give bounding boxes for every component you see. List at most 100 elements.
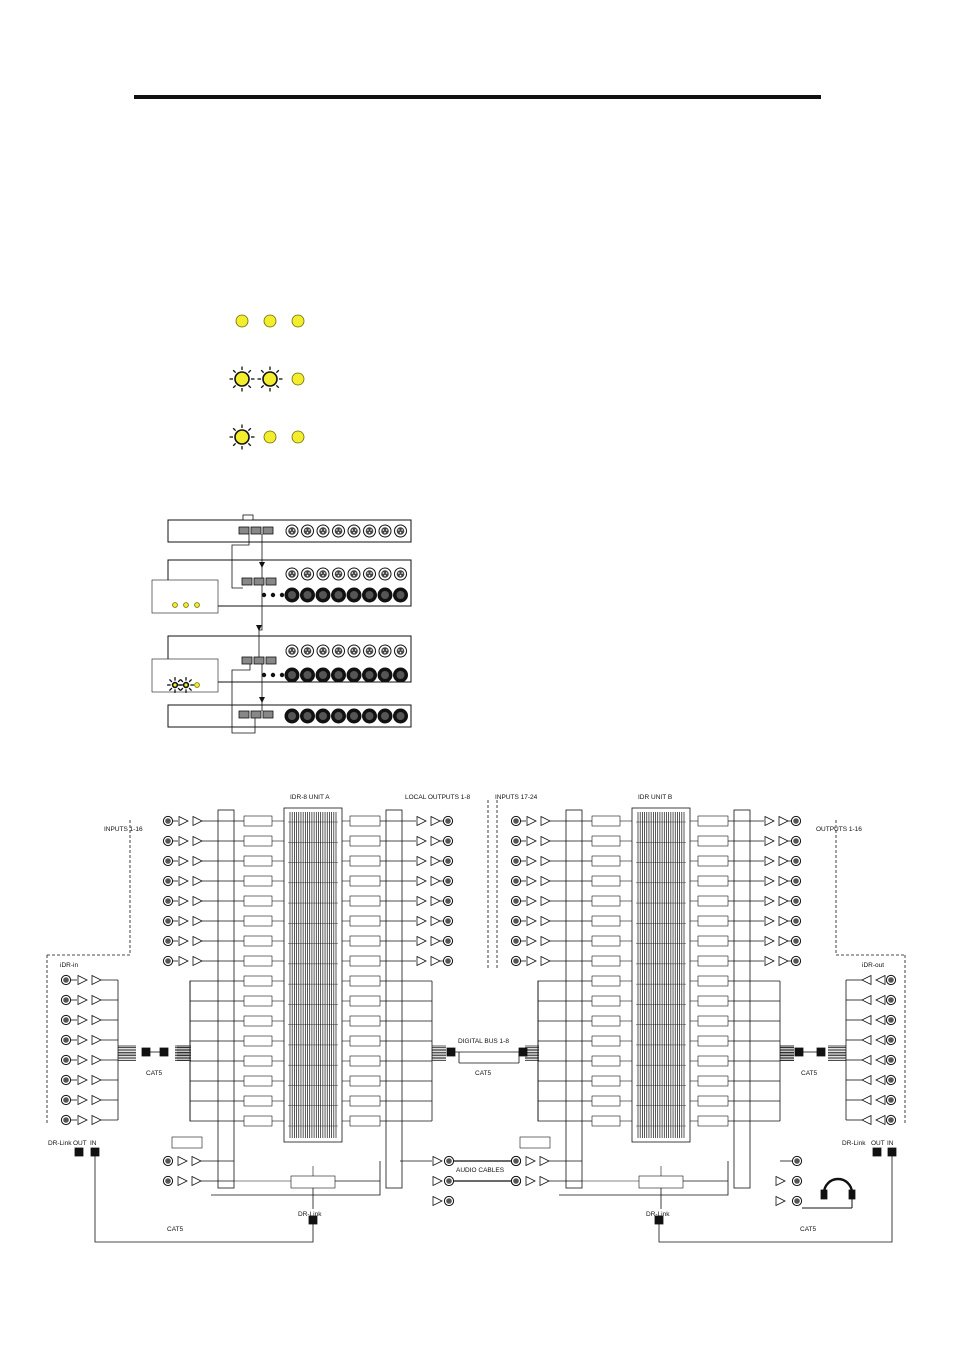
xlr-jack-icon: [162, 855, 174, 867]
xlr-jack-icon: [885, 1094, 897, 1106]
amplifier-icon: [540, 955, 551, 967]
amplifier-icon: [178, 955, 189, 967]
processing-block: [349, 855, 381, 867]
amplifier-icon: [91, 1094, 102, 1106]
amplifier-icon: [430, 935, 441, 947]
processing-block: [697, 935, 729, 947]
xlr-jack-icon: [791, 1155, 803, 1167]
amplifier-icon: [178, 815, 189, 827]
xlr-jack-icon: [162, 895, 174, 907]
aux-jack-icon: [279, 672, 285, 678]
processing-block: [591, 1115, 621, 1127]
processing-block: [349, 935, 381, 947]
dr-link-cabling: [74, 1147, 897, 1243]
xlr-input-icon: [332, 567, 345, 581]
processing-block: [591, 855, 621, 867]
idr-in-block: [46, 820, 189, 1126]
amplifier-icon: [416, 835, 427, 847]
unit-b-block: [510, 807, 802, 1209]
output-jack-icon: [377, 667, 393, 683]
xlr-jack-icon: [162, 1155, 174, 1167]
xlr-jack-icon: [442, 815, 454, 827]
xlr-jack-icon: [510, 935, 522, 947]
processing-block: [349, 835, 381, 847]
xlr-jack-icon: [162, 935, 174, 947]
link-connector-top: [242, 514, 254, 521]
unit-a-block: [162, 807, 454, 1209]
amplifier-icon: [416, 895, 427, 907]
processing-block: [349, 815, 381, 827]
xlr-jack-icon: [510, 895, 522, 907]
output-jack-icon: [284, 587, 300, 603]
xlr-jack-icon: [443, 1175, 455, 1187]
xlr-jack-icon: [790, 895, 802, 907]
xlr-jack-icon: [790, 935, 802, 947]
xlr-jack-icon: [162, 955, 174, 967]
processing-block: [349, 915, 381, 927]
flashing-led-icon: [229, 366, 255, 392]
amplifier-icon: [178, 855, 189, 867]
label-idr-out: iDR-out: [862, 962, 884, 969]
xlr-jack-icon: [885, 1054, 897, 1066]
output-jack-icon: [331, 667, 346, 683]
amplifier-icon: [540, 875, 551, 887]
amplifier-icon: [526, 815, 537, 827]
amplifier-icon: [177, 1155, 188, 1167]
amplifier-icon: [177, 1175, 188, 1187]
processing-block: [591, 875, 621, 887]
amplifier-icon: [764, 935, 775, 947]
cat5-connector-icon: [887, 1147, 897, 1157]
processing-block: [697, 1095, 729, 1107]
amplifier-icon: [526, 895, 537, 907]
processing-block: [243, 1055, 273, 1067]
label-digital-bus: DIGITAL BUS 1-8: [458, 1038, 509, 1045]
xlr-input-icon: [394, 524, 407, 538]
processing-block: [697, 975, 729, 987]
cat5-cables: [231, 534, 265, 734]
xlr-jack-icon: [442, 895, 454, 907]
amplifier-icon: [526, 875, 537, 887]
amplifier-icon: [430, 875, 441, 887]
processing-block: [349, 1115, 381, 1127]
amplifier-icon: [178, 895, 189, 907]
amplifier-icon: [430, 835, 441, 847]
steady-led-icon: [291, 430, 305, 444]
amplifier-icon: [526, 855, 537, 867]
xlr-input-icon: [394, 567, 407, 581]
cable-bundle: [432, 1045, 446, 1061]
output-jack-icon: [300, 667, 315, 683]
output-jack-icon: [331, 587, 346, 603]
processing-block: [697, 915, 729, 927]
amplifier-icon: [875, 994, 886, 1006]
amplifier-icon: [875, 1114, 886, 1126]
xlr-input-icon: [301, 524, 314, 538]
xlr-jack-icon: [162, 835, 174, 847]
processing-block: [591, 1055, 621, 1067]
output-jack-icon: [346, 667, 362, 683]
xlr-jack-icon: [790, 855, 802, 867]
amplifier-icon: [192, 875, 203, 887]
amplifier-icon: [764, 915, 775, 927]
amplifier-icon: [778, 895, 789, 907]
label-inputs-17-24: INPUTS 17-24: [495, 794, 538, 801]
amplifier-icon: [861, 994, 872, 1006]
amplifier-icon: [416, 935, 427, 947]
label-unit-a: IDR-8 UNIT A: [290, 794, 330, 801]
processing-block: [349, 975, 381, 987]
amplifier-icon: [778, 815, 789, 827]
processing-block: [349, 1095, 381, 1107]
output-jack-icon: [362, 667, 377, 683]
amplifier-icon: [764, 815, 775, 827]
aux-jack-icon: [270, 672, 276, 678]
processing-block: [243, 1015, 273, 1027]
xlr-jack-icon: [510, 1155, 522, 1167]
amplifier-icon: [91, 974, 102, 986]
label-in-right: IN: [887, 1140, 894, 1147]
xlr-jack-icon: [791, 1195, 803, 1207]
processing-block: [591, 1035, 621, 1047]
xlr-jack-icon: [60, 1034, 72, 1046]
amplifier-icon: [77, 1054, 88, 1066]
xlr-jack-icon: [442, 935, 454, 947]
xlr-jack-icon: [885, 1034, 897, 1046]
output-jack-icon: [377, 587, 393, 603]
